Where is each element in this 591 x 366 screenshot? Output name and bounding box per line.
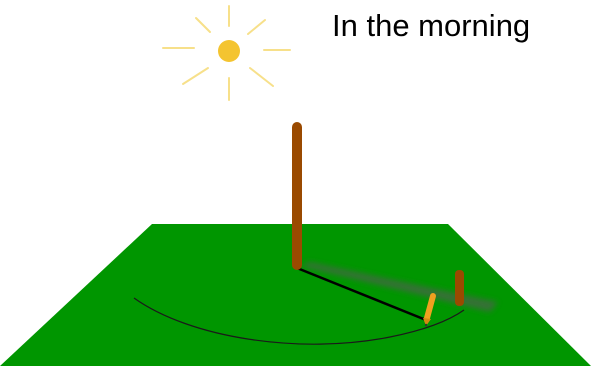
sun-icon [163,6,290,100]
caption-text: In the morning [332,6,530,46]
shadow-tip-marker [455,270,464,306]
sun-disc [218,40,240,62]
vertical-stick [292,122,302,270]
